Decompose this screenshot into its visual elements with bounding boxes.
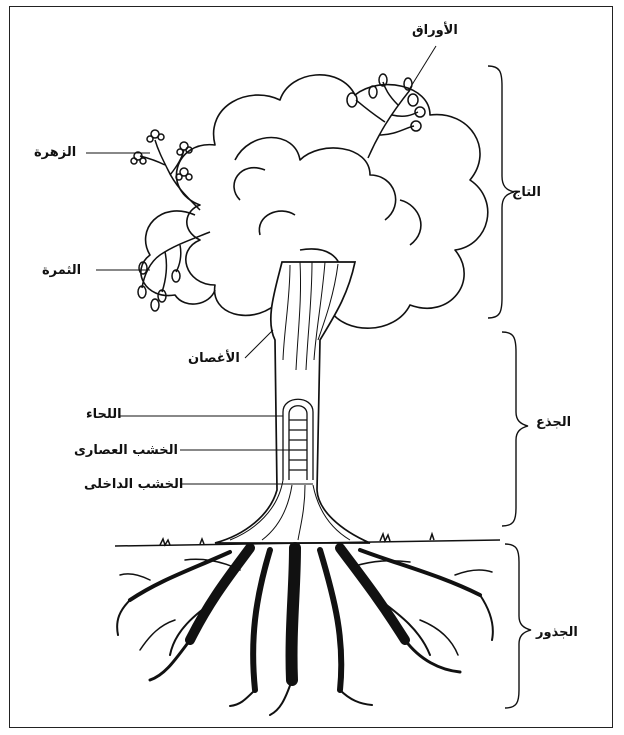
section-braces: [488, 66, 531, 708]
label-roots: الجذور: [536, 626, 578, 639]
label-bark: اللحاء: [86, 408, 122, 421]
label-flower: الزهرة: [34, 146, 76, 159]
label-heartwood: الخشب الداخلى: [84, 478, 183, 491]
label-trunk: الجذع: [536, 416, 571, 429]
roots: [117, 548, 493, 715]
label-branches: الأغصان: [188, 352, 240, 365]
label-sapwood: الخشب العصارى: [74, 444, 178, 457]
label-leaves: الأوراق: [412, 24, 458, 37]
label-fruit: الثمرة: [42, 264, 81, 277]
label-crown: التاج: [512, 186, 541, 199]
